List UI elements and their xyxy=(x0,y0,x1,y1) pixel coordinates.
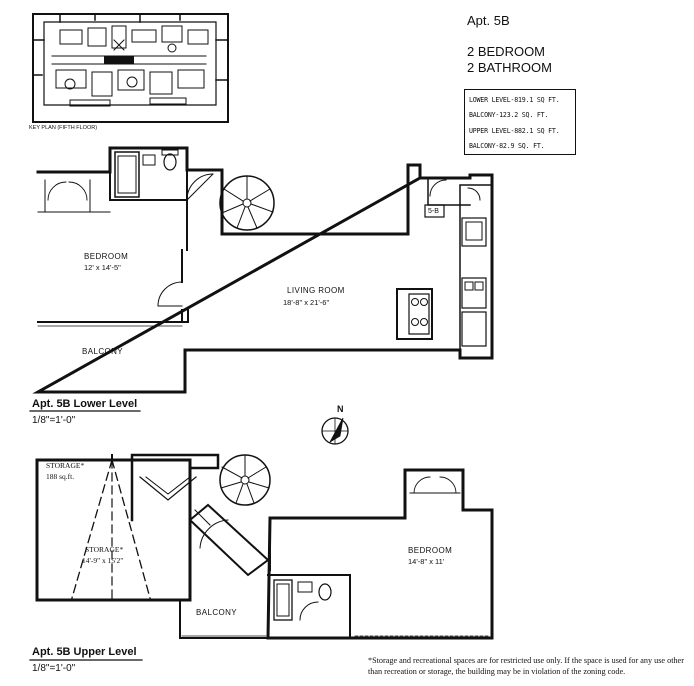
upper-storage-area: 188 sq.ft. xyxy=(46,472,75,481)
key-plan-label: KEY PLAN (FIFTH FLOOR) xyxy=(29,125,98,131)
bathroom-count: 2 BATHROOM xyxy=(467,60,552,75)
upper-bedroom-dims: 14'-8" x 11' xyxy=(408,557,445,566)
area-upper-level: UPPER LEVEL-882.1 SQ FT. xyxy=(469,127,560,135)
lower-level-title: Apt. 5B Lower Level xyxy=(32,398,138,410)
north-label: N xyxy=(337,404,344,414)
north-arrow xyxy=(321,417,349,445)
upper-level-scale: 1/8"=1'-0" xyxy=(32,663,76,674)
upper-level-plan xyxy=(35,453,494,640)
lower-level-plan xyxy=(32,146,494,394)
storage-dims: 14'-9" x 15'2" xyxy=(82,556,124,565)
unit-tag: 5-B xyxy=(428,208,439,215)
apartment-title: Apt. 5B xyxy=(467,13,510,28)
bedroom-count: 2 BEDROOM xyxy=(467,44,546,59)
area-upper-balcony: BALCONY-82.9 SQ. FT. xyxy=(469,142,545,150)
footnote: *Storage and recreational spaces are for… xyxy=(368,656,684,676)
upper-bedroom-label: BEDROOM xyxy=(408,546,453,555)
lower-bedroom-label: BEDROOM xyxy=(84,252,129,261)
living-room-dims: 18'-8" x 21'-6" xyxy=(283,298,330,307)
area-lower-level: LOWER LEVEL-819.1 SQ FT. xyxy=(469,96,560,104)
lower-balcony-label: BALCONY xyxy=(82,347,124,356)
upper-storage-label: STORAGE* xyxy=(46,461,85,470)
lower-level-scale: 1/8"=1'-0" xyxy=(32,415,76,426)
area-lower-balcony: BALCONY-123.2 SQ. FT. xyxy=(469,111,549,119)
key-plan xyxy=(32,13,229,123)
area-schedule: LOWER LEVEL-819.1 SQ FT. BALCONY-123.2 S… xyxy=(464,89,576,155)
lower-bedroom-dims: 12' x 14'-5" xyxy=(84,263,121,272)
living-room-label: LIVING ROOM xyxy=(287,286,345,295)
upper-level-title: Apt. 5B Upper Level xyxy=(32,646,137,658)
upper-balcony-label: BALCONY xyxy=(196,608,238,617)
storage-label: STORAGE* xyxy=(85,545,124,554)
